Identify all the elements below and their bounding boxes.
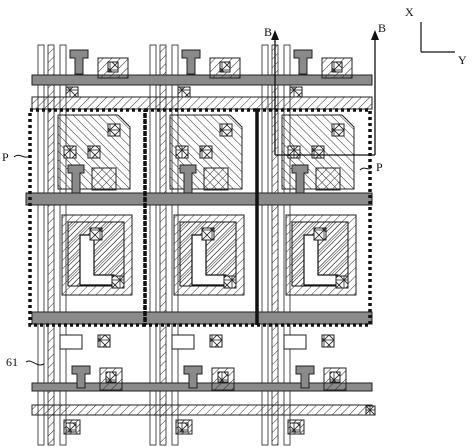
top-gate-shape xyxy=(293,49,313,75)
via-contact xyxy=(331,61,343,73)
via-contact xyxy=(321,334,335,348)
lower-pad xyxy=(283,334,307,350)
axis-x-label: X xyxy=(405,5,414,19)
via-contact xyxy=(223,275,237,289)
mid-hatch-block xyxy=(315,167,341,191)
via-contact xyxy=(63,145,77,159)
via-contact xyxy=(97,334,111,348)
data-line xyxy=(149,44,157,446)
via-contact xyxy=(219,61,231,73)
pixel-label-left: P xyxy=(2,150,9,164)
axis-y-label: Y xyxy=(458,53,467,67)
top-gate-shape xyxy=(181,49,201,75)
via-contact xyxy=(87,145,101,159)
via-contact xyxy=(311,145,325,159)
via-contact xyxy=(65,422,77,433)
mid-hatch-block xyxy=(203,167,229,191)
pixel-columns xyxy=(57,49,376,435)
via-contact xyxy=(289,86,303,98)
lower-pad xyxy=(171,334,195,350)
via-contact xyxy=(289,422,301,433)
mid-gate-shape xyxy=(67,164,85,194)
pixel-column xyxy=(281,49,357,435)
via-contact xyxy=(107,61,119,73)
via-contact xyxy=(177,86,191,98)
via-contact xyxy=(105,371,117,383)
via-contact xyxy=(313,227,327,241)
via-contact xyxy=(89,227,103,241)
lower-pad xyxy=(59,334,83,350)
pixel-boundaries xyxy=(28,108,372,327)
section-label-right: B xyxy=(378,21,386,35)
top-gate-shape xyxy=(69,49,89,75)
pixel-column xyxy=(57,49,133,435)
horizontal-scan-lines xyxy=(25,74,373,416)
via-contact xyxy=(111,275,125,289)
via-contact xyxy=(65,86,79,98)
pixel-label-right: P xyxy=(376,160,383,174)
data-line xyxy=(37,44,45,446)
mid-hatch-block xyxy=(91,167,117,191)
via-contact xyxy=(287,145,301,159)
axis-indicator xyxy=(420,22,455,53)
mid-gate-shape xyxy=(291,164,309,194)
bottom-gate-shape xyxy=(71,365,91,389)
via-contact xyxy=(177,422,189,433)
via-contact xyxy=(107,123,121,137)
pixel-column xyxy=(169,49,245,435)
section-line-b xyxy=(271,30,379,156)
via-contact xyxy=(331,123,345,137)
mid-gate-shape xyxy=(179,164,197,194)
data-line xyxy=(159,44,167,446)
via-contact xyxy=(199,145,213,159)
via-contact xyxy=(175,145,189,159)
data-line xyxy=(261,44,269,446)
section-label-left: B xyxy=(264,25,272,39)
bottom-gate-shape xyxy=(183,365,203,389)
via-contact xyxy=(365,405,376,416)
ref-61-label: 61 xyxy=(6,355,18,369)
via-contact xyxy=(219,123,233,137)
via-contact xyxy=(201,227,215,241)
ref-61-leader xyxy=(25,360,45,366)
via-contact xyxy=(209,334,223,348)
data-line xyxy=(47,44,55,446)
via-contact xyxy=(217,371,229,383)
via-contact xyxy=(329,371,341,383)
pixel-leaders xyxy=(13,154,373,171)
via-contact xyxy=(335,275,349,289)
bottom-gate-shape xyxy=(295,365,315,389)
